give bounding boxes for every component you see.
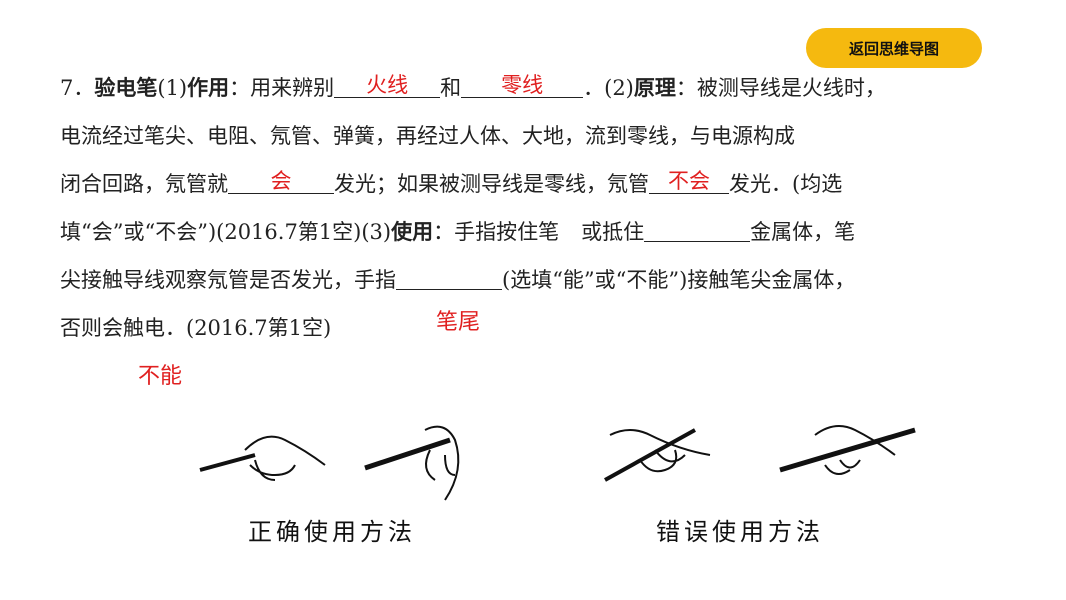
question-line-4: 填“会”或“不会”)(2016.7第1空)(3)使用：手指按住笔或抵住 金属体，笔: [60, 217, 855, 247]
text: 使用: [391, 220, 434, 244]
text: ．(2): [583, 76, 634, 100]
text: 填“会”或“不会”)(2016.7第1空)(3): [60, 220, 392, 244]
answer-2: 零线: [501, 73, 544, 97]
text: 发光．(均选: [729, 172, 843, 196]
text: 发光；如果被测导线是零线，氖管: [334, 172, 649, 196]
answer-3: 会: [270, 169, 292, 193]
answer-4: 不会: [668, 169, 710, 193]
text: 原理: [633, 76, 676, 100]
text: 尖接触导线观察氖管是否发光，手指: [60, 268, 396, 292]
blank-1: 火线: [334, 73, 441, 98]
back-to-mindmap-button[interactable]: 返回思维导图: [806, 28, 982, 68]
blank-2: 零线: [461, 73, 584, 98]
answer-6: 不能: [138, 364, 183, 389]
text: 或抵住: [581, 220, 645, 244]
wrong-usage-caption: 错误使用方法: [656, 518, 824, 546]
text: 和: [440, 76, 462, 100]
question-line-5: 尖接触导线观察氖管是否发光，手指 (选填“能”或“不能”)接触笔尖金属体，: [60, 265, 855, 295]
wrong-usage-illustration: [604, 425, 916, 482]
correct-usage-illustration: [199, 425, 460, 501]
question-line-6: 否则会触电．(2016.7第1空): [60, 316, 332, 340]
topic-title: 验电笔: [94, 76, 158, 100]
blank-3: 会: [228, 169, 334, 194]
question-line-3: 闭合回路，氖管就 会 发光；如果被测导线是零线，氖管不会发光．(均选: [60, 169, 842, 199]
text: ：被测导线是火线时，: [675, 76, 886, 100]
question-number: 7．: [60, 76, 95, 100]
text: (1): [157, 76, 188, 100]
answer-5: 笔尾: [436, 310, 481, 335]
question-line-1: 7．验电笔(1)作用：用来辨别 火线 和 零线 ．(2)原理：被测导线是火线时，: [60, 73, 886, 103]
blank-4: 不会: [649, 169, 729, 194]
text: 金属体，笔: [750, 220, 856, 244]
text: 作用: [187, 76, 230, 100]
question-line-2: 电流经过笔尖、电阻、氖管、弹簧，再经过人体、大地，流到零线，与电源构成: [60, 124, 795, 148]
text: 闭合回路，氖管就: [60, 172, 228, 196]
blank-6: [396, 265, 502, 290]
text: ：手指按住笔: [433, 220, 560, 244]
text: ：用来辨别: [229, 76, 335, 100]
answer-1: 火线: [366, 73, 409, 97]
blank-5: [644, 217, 751, 242]
text: (选填“能”或“不能”)接触笔尖金属体，: [502, 268, 856, 292]
correct-usage-caption: 正确使用方法: [248, 518, 416, 546]
